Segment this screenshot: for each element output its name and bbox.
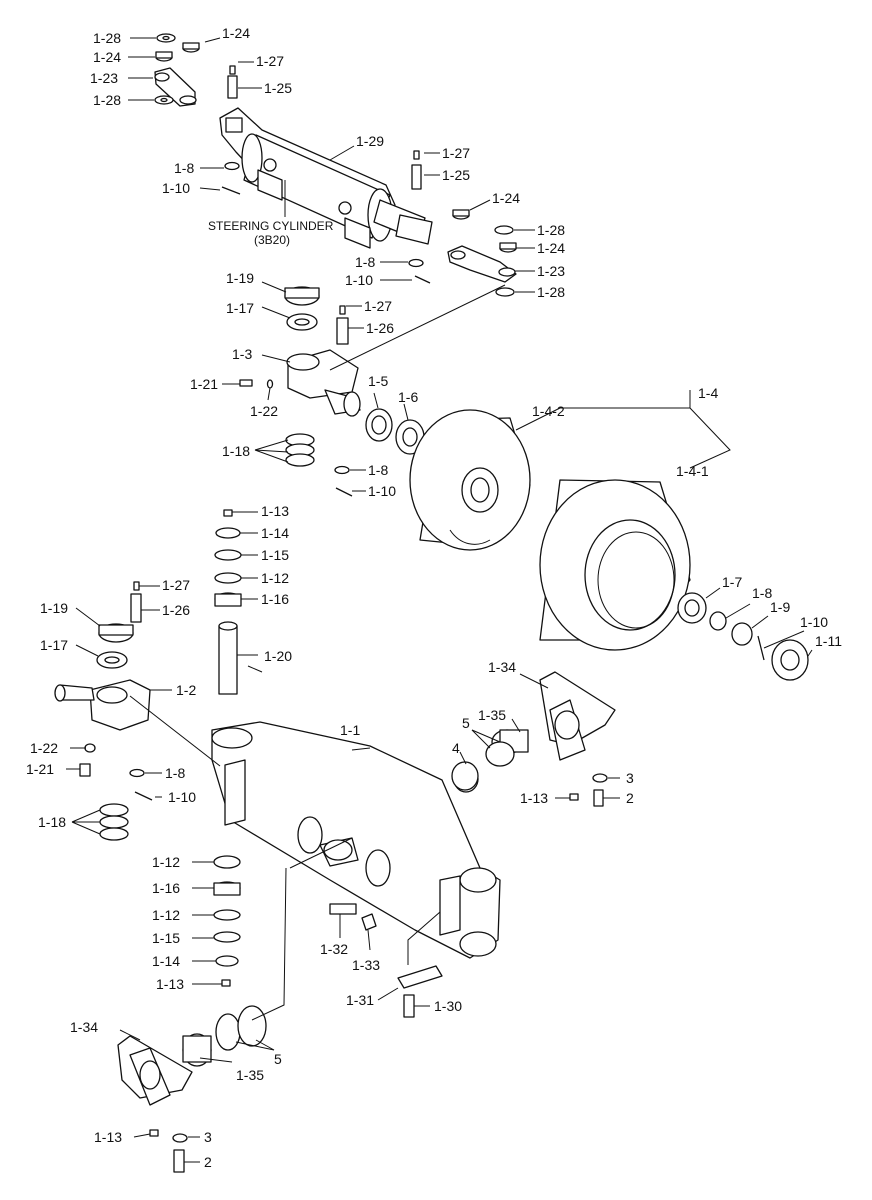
- callout-label: 1-2: [176, 682, 196, 698]
- callout-label: 1-19: [226, 270, 254, 286]
- callout-label: 1-8: [368, 462, 388, 478]
- callout-label: 1-26: [366, 320, 394, 336]
- callout-label: 2: [626, 790, 634, 806]
- right-mount-block: [451, 671, 616, 807]
- callout-label: 1-1: [340, 722, 360, 738]
- callout-label: 3: [626, 770, 634, 786]
- upper-right-link-parts: [408, 150, 517, 297]
- leader-lines: [66, 37, 813, 1163]
- callout-label: 1-21: [190, 376, 218, 392]
- callout-label: 1-12: [152, 907, 180, 923]
- callout-label: 1-4-2: [532, 403, 565, 419]
- callout-label: 1-15: [261, 547, 289, 563]
- steering-cylinder-caption: STEERING CYLINDER: [208, 219, 334, 233]
- callout-label: 5: [462, 715, 470, 731]
- callout-label: 1-8: [752, 585, 772, 601]
- callout-label: 1-23: [90, 70, 118, 86]
- callout-label: 1-18: [222, 443, 250, 459]
- callout-label: 1-4-1: [676, 463, 709, 479]
- steering-cylinder-code: (3B20): [254, 233, 290, 247]
- callout-label: 1-4: [698, 385, 718, 401]
- callout-label: 1-27: [162, 577, 190, 593]
- upper-link-parts: [154, 33, 241, 195]
- callout-label: 1-8: [355, 254, 375, 270]
- callout-label: 1-28: [537, 284, 565, 300]
- callout-labels: 1-28 1-24 1-24 1-27 1-23 1-25 1-28 1-29 …: [26, 25, 842, 1170]
- left-mount-block: [117, 1005, 267, 1173]
- callout-label: 1-34: [70, 1019, 98, 1035]
- callout-label: 1-13: [156, 976, 184, 992]
- axle-beam: [211, 721, 501, 959]
- callout-label: 1-27: [442, 145, 470, 161]
- callout-label: 4: [452, 740, 460, 756]
- callout-label: 1-14: [152, 953, 180, 969]
- callout-label: 1-18: [38, 814, 66, 830]
- callout-label: 1-31: [346, 992, 374, 1008]
- kingpin-stack: [214, 509, 242, 695]
- callout-label: 3: [204, 1129, 212, 1145]
- right-knuckle-assembly: [239, 286, 425, 497]
- callout-label: 1-10: [368, 483, 396, 499]
- callout-label: 1-22: [30, 740, 58, 756]
- callout-label: 5: [274, 1051, 282, 1067]
- callout-label: 1-28: [93, 30, 121, 46]
- callout-label: 1-10: [162, 180, 190, 196]
- wheel-assembly: [409, 409, 809, 681]
- callout-label: 1-9: [770, 599, 790, 615]
- callout-label: 1-14: [261, 525, 289, 541]
- callout-label: 1-24: [222, 25, 250, 41]
- callout-label: 1-11: [815, 633, 842, 649]
- callout-label: 1-30: [434, 998, 462, 1014]
- callout-label: 1-35: [236, 1067, 264, 1083]
- callout-label: 1-32: [320, 941, 348, 957]
- callout-label: 1-12: [152, 854, 180, 870]
- callout-label: 1-34: [488, 659, 516, 675]
- callout-label: 1-10: [168, 789, 196, 805]
- callout-label: 1-35: [478, 707, 506, 723]
- callout-label: 1-15: [152, 930, 180, 946]
- callout-label: 1-10: [345, 272, 373, 288]
- callout-label: 1-8: [174, 160, 194, 176]
- callout-label: 1-28: [537, 222, 565, 238]
- callout-label: 1-29: [356, 133, 384, 149]
- callout-label: 1-27: [364, 298, 392, 314]
- callout-label: 1-25: [442, 167, 470, 183]
- callout-label: 1-7: [722, 574, 742, 590]
- callout-label: 1-5: [368, 373, 388, 389]
- callout-label: 1-28: [93, 92, 121, 108]
- callout-label: 1-33: [352, 957, 380, 973]
- left-knuckle-assembly: [54, 581, 153, 841]
- callout-label: 1-16: [261, 591, 289, 607]
- callout-label: 1-24: [93, 49, 121, 65]
- callout-label: 1-24: [537, 240, 565, 256]
- callout-label: 1-16: [152, 880, 180, 896]
- callout-label: 1-21: [26, 761, 54, 777]
- callout-label: 1-22: [250, 403, 278, 419]
- callout-label: 1-3: [232, 346, 252, 362]
- callout-label: 1-27: [256, 53, 284, 69]
- callout-label: 1-13: [520, 790, 548, 806]
- callout-label: 1-8: [165, 765, 185, 781]
- callout-label: 1-17: [40, 637, 68, 653]
- callout-label: 1-10: [800, 614, 828, 630]
- callout-label: 1-17: [226, 300, 254, 316]
- callout-label: 1-12: [261, 570, 289, 586]
- callout-label: 1-26: [162, 602, 190, 618]
- callout-label: 1-13: [261, 503, 289, 519]
- callout-label: 1-13: [94, 1129, 122, 1145]
- callout-label: 1-20: [264, 648, 292, 664]
- callout-label: 2: [204, 1154, 212, 1170]
- steering-cylinder: [219, 107, 433, 249]
- callout-label: 1-19: [40, 600, 68, 616]
- callout-label: 1-23: [537, 263, 565, 279]
- callout-label: 1-25: [264, 80, 292, 96]
- lower-left-stack: [213, 855, 241, 987]
- callout-label: 1-6: [398, 389, 418, 405]
- callout-label: 1-24: [492, 190, 520, 206]
